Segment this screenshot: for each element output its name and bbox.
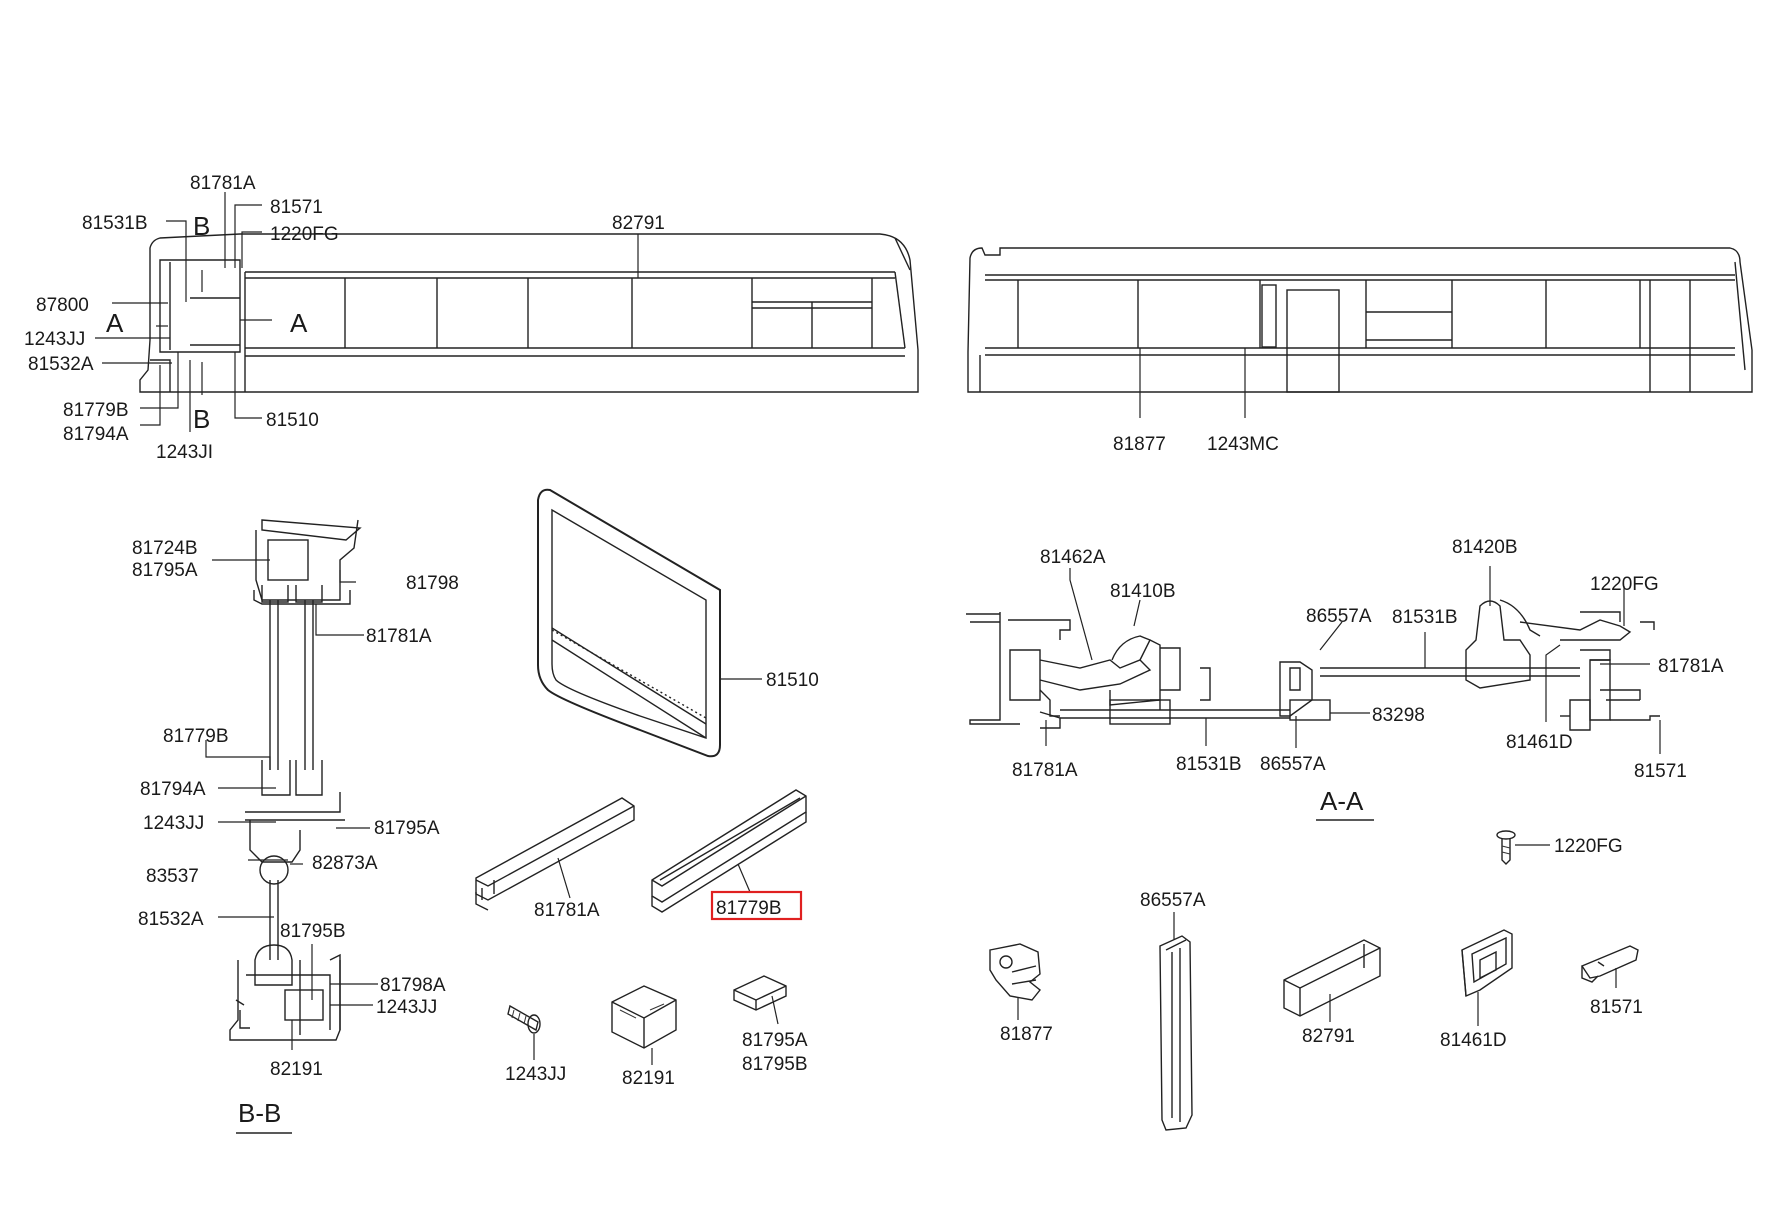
callout-81795A[interactable]: 81795A [742,1030,808,1051]
callout-86557A[interactable]: 86557A [1140,890,1206,911]
callout-1243JJ[interactable]: 1243JJ [376,997,437,1018]
callout-87800[interactable]: 87800 [36,295,89,316]
highlight-box-81779B [710,890,803,921]
section-a-a [966,599,1660,731]
callout-82191[interactable]: 82191 [270,1059,323,1080]
callout-81461D[interactable]: 81461D [1506,732,1573,753]
callout-81781A[interactable]: 81781A [534,900,600,921]
leaders-top [95,192,1246,432]
callouts-top: 81781A 81571 81531B B 1220FG 82791 87800… [24,173,1279,463]
callout-81877[interactable]: 81877 [1113,434,1166,455]
callout-81571[interactable]: 81571 [1634,761,1687,782]
callout-81795B[interactable]: 81795B [742,1054,808,1075]
part-81461D-clip[interactable]: 81461D [1440,929,1513,1051]
callout-81798A[interactable]: 81798A [380,975,446,996]
part-1243JJ-screw[interactable]: 1243JJ [505,1004,566,1085]
section-title-b-b: B-B [238,1098,281,1128]
callout-1220FG[interactable]: 1220FG [1554,836,1623,857]
callout-81795A[interactable]: 81795A [132,560,198,581]
callout-81571[interactable]: 81571 [270,197,323,218]
callout-81877[interactable]: 81877 [1000,1024,1053,1045]
part-81510-frame[interactable]: 81510 [537,488,819,758]
callout-81794A[interactable]: 81794A [63,424,129,445]
callout-81779B[interactable]: 81779B [63,400,129,421]
callout-81779B[interactable]: 81779B [163,726,229,747]
part-82791-block[interactable]: 82791 [1283,939,1381,1047]
callout-81781A[interactable]: 81781A [1012,760,1078,781]
callouts-a-a: 81462A 81410B 81420B 1220FG 86557A 81531… [1012,537,1724,821]
callout-81781A[interactable]: 81781A [1658,656,1724,677]
leaders-a-a [1045,566,1661,754]
part-82191-block[interactable]: 82191 [611,985,677,1089]
callout-81531B[interactable]: 81531B [1392,607,1458,628]
section-marker-a-left: A [106,308,124,338]
callout-86557A[interactable]: 86557A [1306,606,1372,627]
callout-81510[interactable]: 81510 [266,410,319,431]
part-81877-bracket[interactable]: 81877 [989,943,1053,1045]
callouts-b-b: 81724B 81795A 81798 81781A 81779B 81794A… [132,538,459,1134]
callout-81794A[interactable]: 81794A [140,779,206,800]
callout-81510[interactable]: 81510 [766,670,819,691]
callout-1243JJ[interactable]: 1243JJ [24,329,85,350]
part-81781A-strip[interactable]: 81781A [475,797,635,921]
part-81795-pad[interactable]: 81795A 81795B [733,975,808,1075]
callout-81781A[interactable]: 81781A [366,626,432,647]
part-1220FG-screw[interactable]: 1220FG [1496,830,1623,865]
callout-82791[interactable]: 82791 [1302,1026,1355,1047]
callout-81795B[interactable]: 81795B [280,921,346,942]
part-81571-latch[interactable]: 81571 [1580,945,1643,1018]
callout-1243JI[interactable]: 1243JI [156,442,213,463]
callout-83537[interactable]: 83537 [146,866,199,887]
callout-82791[interactable]: 82791 [612,213,665,234]
callout-81724B[interactable]: 81724B [132,538,198,559]
callout-1220FG[interactable]: 1220FG [1590,574,1659,595]
callout-1243JJ[interactable]: 1243JJ [505,1064,566,1085]
section-marker-a-right: A [290,308,308,338]
callout-81420B[interactable]: 81420B [1452,537,1518,558]
callout-82873A[interactable]: 82873A [312,853,378,874]
callout-1243JJ[interactable]: 1243JJ [143,813,204,834]
callout-81410B[interactable]: 81410B [1110,581,1176,602]
callout-81781A[interactable]: 81781A [190,173,256,194]
callout-86557A[interactable]: 86557A [1260,754,1326,775]
callout-81779B[interactable]: 81779B [716,898,782,919]
part-81779B-strip[interactable]: 81779B [651,789,807,921]
callout-81532A[interactable]: 81532A [138,909,204,930]
callout-81462A[interactable]: 81462A [1040,547,1106,568]
leaders-b-b [205,559,378,1050]
callout-81461D[interactable]: 81461D [1440,1030,1507,1051]
section-b-b [229,519,362,1041]
callout-81571[interactable]: 81571 [1590,997,1643,1018]
callout-1243MC[interactable]: 1243MC [1207,434,1279,455]
callout-81532A[interactable]: 81532A [28,354,94,375]
bus-side-view-left [139,233,919,393]
callout-82191[interactable]: 82191 [622,1068,675,1089]
callout-81795A[interactable]: 81795A [374,818,440,839]
section-marker-b-bottom: B [193,404,210,434]
callout-1220FG[interactable]: 1220FG [270,224,339,245]
bus-side-view-right [967,247,1753,393]
section-title-a-a: A-A [1320,786,1364,816]
callout-83298[interactable]: 83298 [1372,705,1425,726]
callout-81531B[interactable]: 81531B [1176,754,1242,775]
part-86557A-strip[interactable]: 86557A [1140,890,1206,1131]
callout-81798[interactable]: 81798 [406,573,459,594]
section-marker-b-top: B [193,211,210,241]
callout-81531B[interactable]: 81531B [82,213,148,234]
